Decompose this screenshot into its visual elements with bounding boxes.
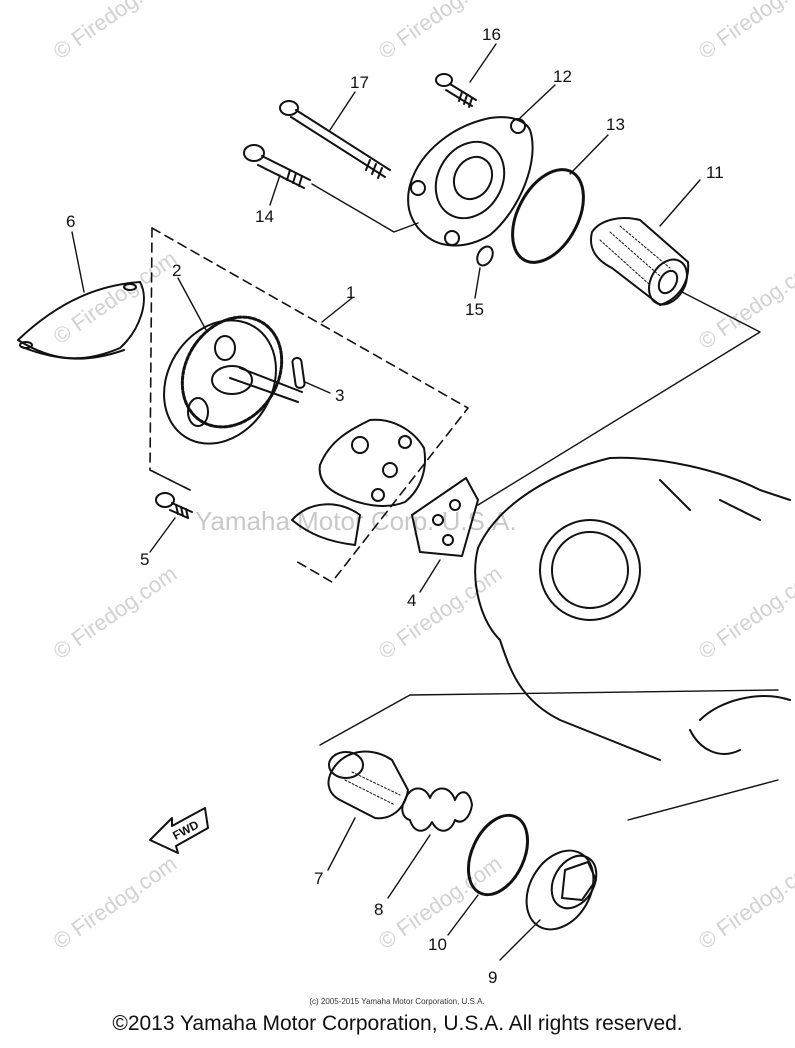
firedog-watermark: © Firedog.com bbox=[49, 561, 182, 664]
firedog-watermark: © Firedog.com bbox=[49, 0, 182, 64]
callout-5: 5 bbox=[140, 550, 149, 569]
small-copyright: (c) 2005-2015 Yamaha Motor Corporation, … bbox=[309, 997, 484, 1006]
callout-labels: 1 2 3 4 5 6 7 8 9 10 11 12 13 14 15 16 1… bbox=[66, 25, 724, 987]
callout-8: 8 bbox=[374, 900, 383, 919]
bolt-16 bbox=[435, 73, 477, 108]
callout-10: 10 bbox=[428, 935, 447, 954]
callout-6: 6 bbox=[66, 212, 75, 231]
leader-lines bbox=[311, 183, 779, 821]
firedog-watermark: © Firedog.com bbox=[694, 561, 795, 664]
copyright-footer: ©2013 Yamaha Motor Corporation, U.S.A. A… bbox=[112, 1012, 683, 1035]
compression-spring bbox=[401, 787, 473, 832]
callout-17: 17 bbox=[350, 73, 369, 92]
callout-13: 13 bbox=[606, 115, 625, 134]
firedog-watermark: © Firedog.com bbox=[694, 251, 795, 354]
pump-drive-gear bbox=[163, 315, 303, 445]
bolt-14 bbox=[243, 144, 311, 189]
callout-2: 2 bbox=[172, 261, 181, 280]
callout-7: 7 bbox=[314, 869, 323, 888]
callout-11: 11 bbox=[706, 163, 724, 182]
callout-3: 3 bbox=[335, 386, 344, 405]
o-ring-small bbox=[476, 245, 494, 267]
firedog-watermark: © Firedog.com bbox=[49, 851, 182, 954]
oil-filter-element bbox=[590, 217, 690, 306]
firedog-watermark: © Firedog.com bbox=[694, 0, 795, 64]
drain-plug bbox=[525, 849, 598, 931]
callout-14: 14 bbox=[255, 207, 274, 226]
pump-screw bbox=[155, 492, 193, 519]
callout-12: 12 bbox=[553, 67, 572, 86]
callout-15: 15 bbox=[465, 300, 484, 319]
bolt-17 bbox=[279, 100, 391, 179]
o-ring-large bbox=[511, 168, 585, 264]
callout-9: 9 bbox=[488, 968, 497, 987]
o-ring-plug bbox=[466, 813, 530, 897]
callout-1: 1 bbox=[346, 283, 355, 302]
firedog-watermark: © Firedog.com bbox=[49, 246, 182, 349]
fwd-arrow-icon bbox=[149, 807, 209, 854]
firedog-watermark: © Firedog.com bbox=[374, 561, 507, 664]
oil-filter-cover bbox=[407, 116, 534, 247]
pump-cover-plate bbox=[17, 281, 145, 360]
pump-gasket bbox=[411, 477, 479, 557]
crankcase-outline bbox=[474, 456, 791, 761]
pump-body bbox=[291, 418, 426, 546]
callout-16: 16 bbox=[482, 25, 501, 44]
pump-assembly-outline-left bbox=[149, 227, 153, 471]
oil-strainer bbox=[327, 750, 409, 820]
callout-4: 4 bbox=[407, 591, 416, 610]
dowel-pin bbox=[291, 356, 306, 389]
fwd-label: FWD bbox=[170, 817, 201, 842]
callout-leaders bbox=[71, 43, 701, 961]
firedog-watermark: © Firedog.com bbox=[694, 851, 795, 954]
